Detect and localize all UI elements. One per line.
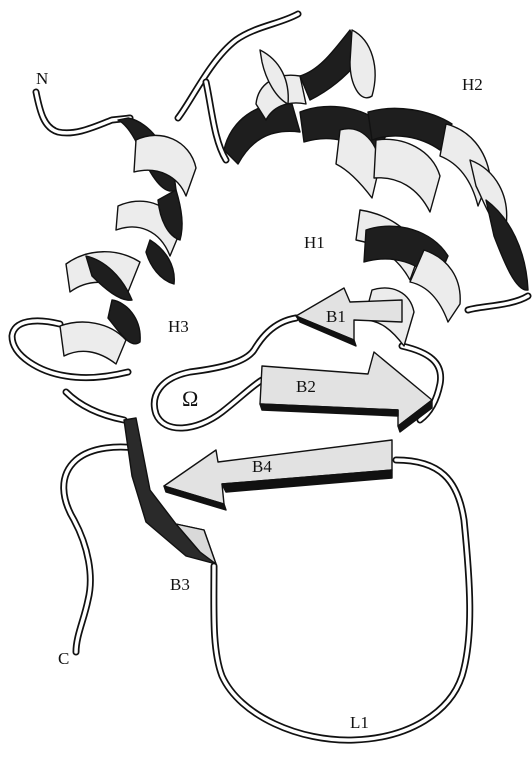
label-b1: B1 (326, 307, 346, 326)
label-omega: Ω (182, 386, 198, 411)
label-b4: B4 (252, 457, 272, 476)
label-l1: L1 (350, 713, 369, 732)
c-terminal-coil (64, 447, 136, 652)
label-c-terminus: C (58, 649, 69, 668)
label-h2: H2 (462, 75, 483, 94)
h3-b3-coil (66, 392, 124, 420)
label-b3: B3 (170, 575, 190, 594)
label-h3: H3 (168, 317, 189, 336)
label-n-terminus: N (36, 69, 48, 88)
label-b2: B2 (296, 377, 316, 396)
strand-b2 (260, 352, 432, 426)
label-h1: H1 (304, 233, 325, 252)
l1-loop (214, 460, 470, 740)
strand-b4 (164, 440, 392, 504)
